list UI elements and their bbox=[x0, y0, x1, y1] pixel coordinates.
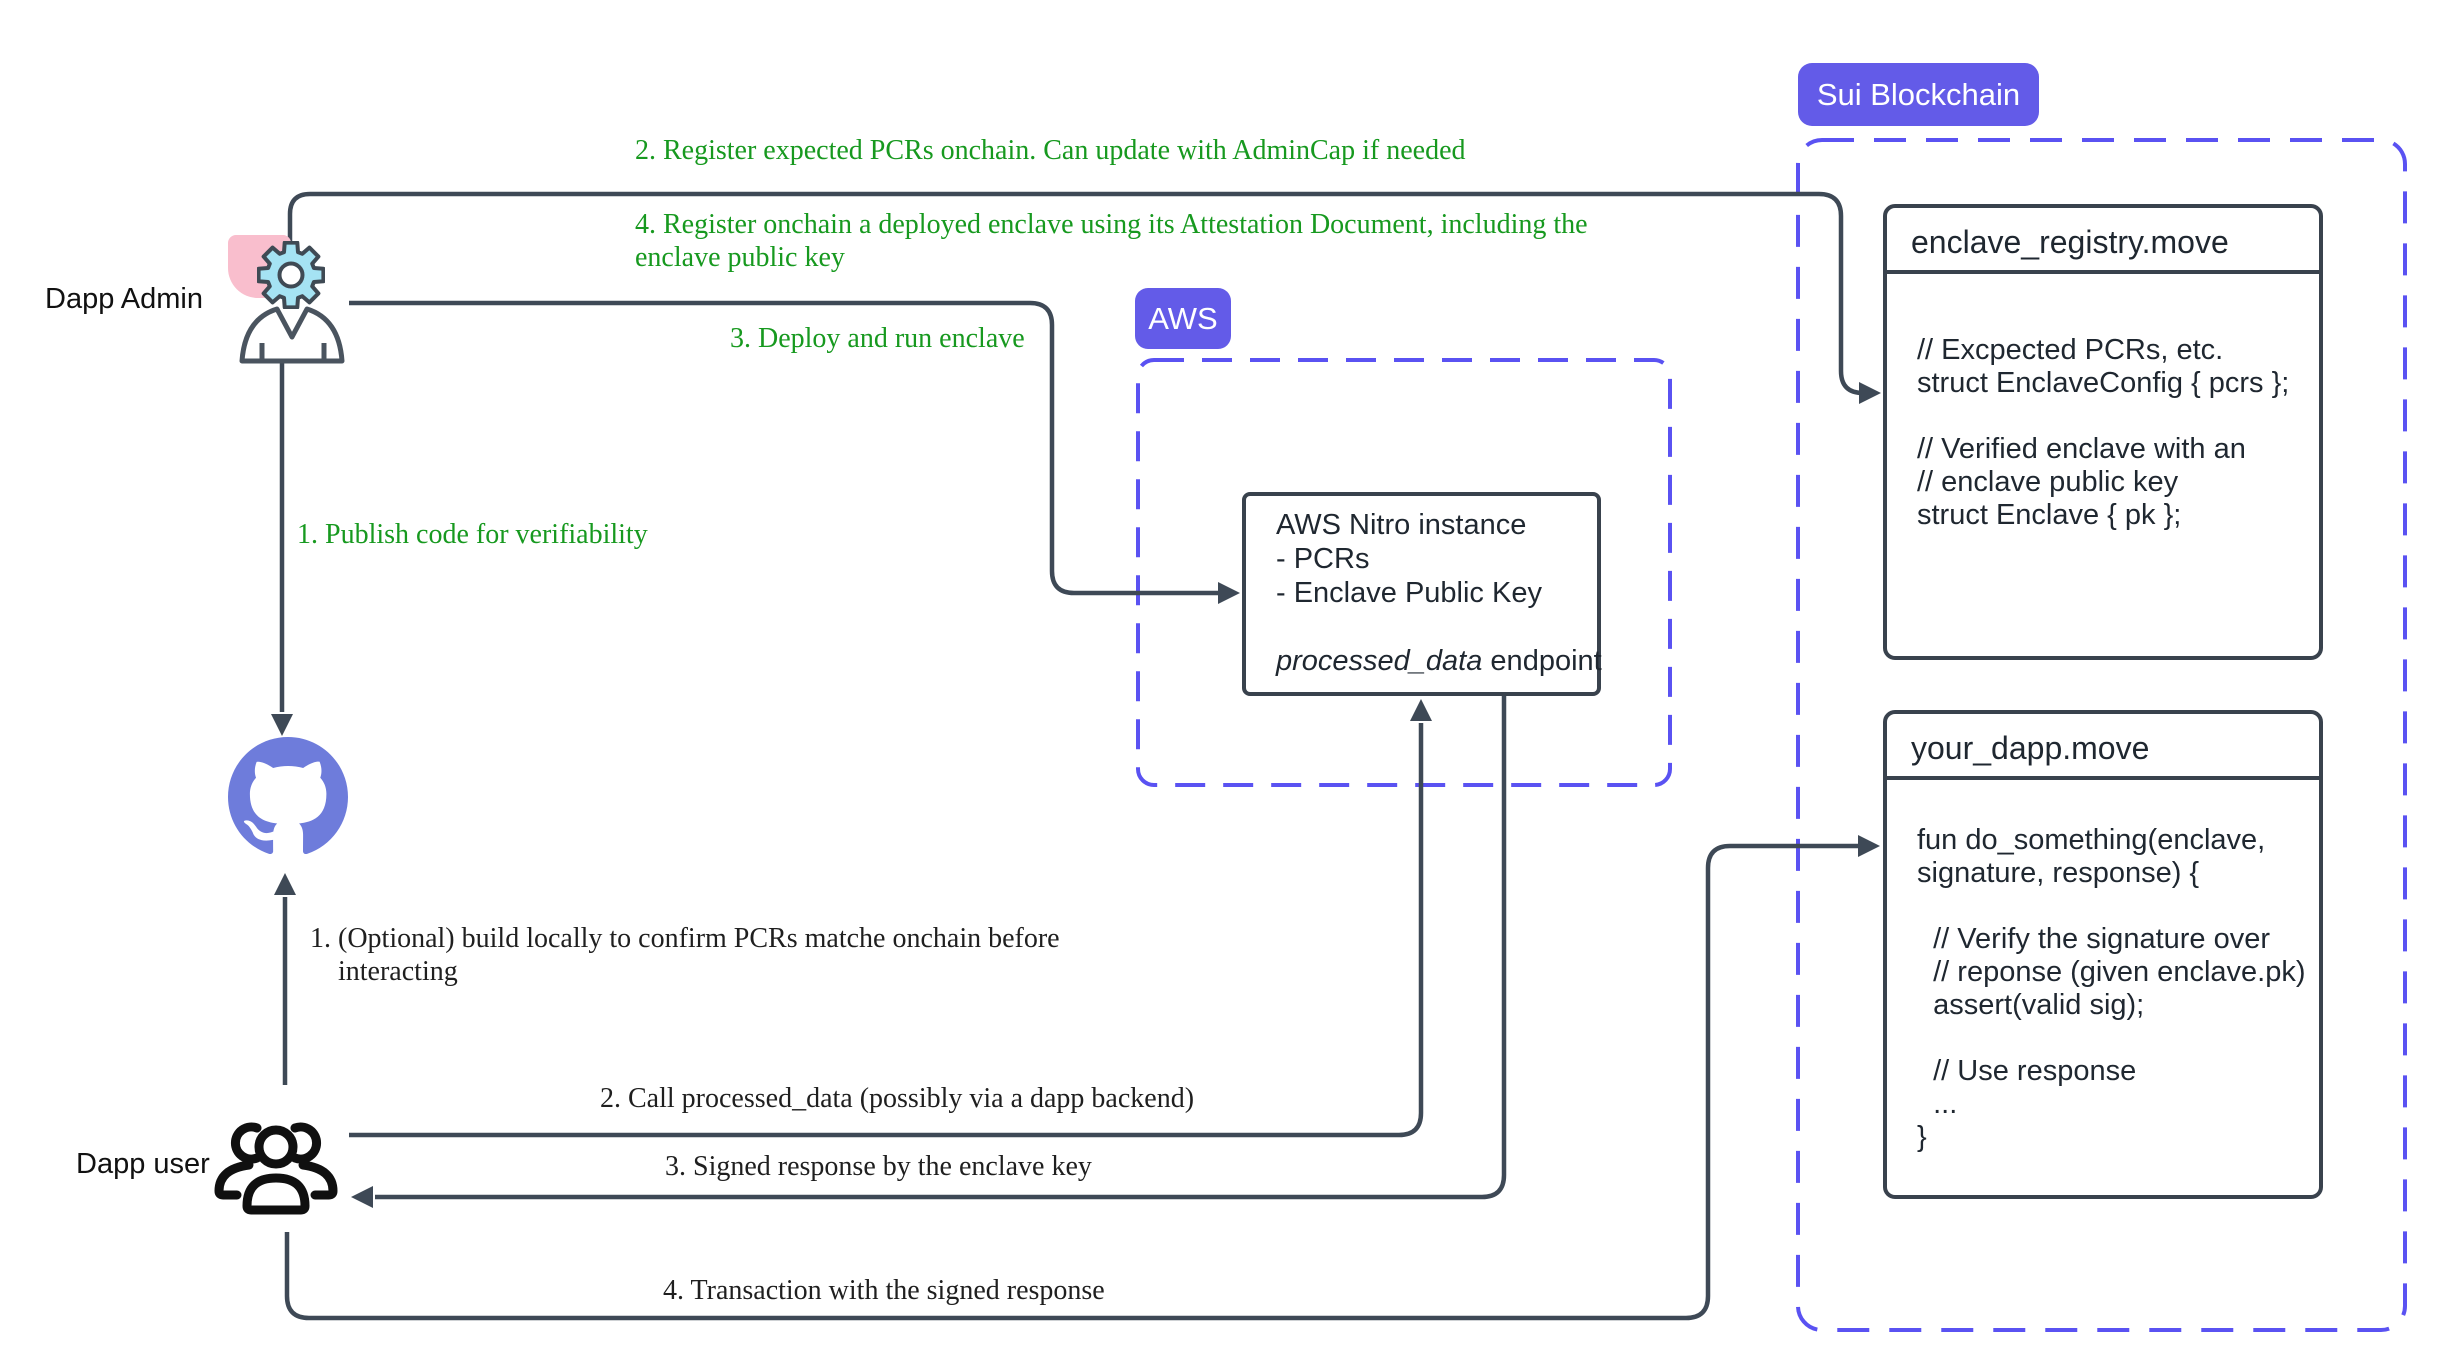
aws-nitro-endpoint-rest: endpoint bbox=[1482, 645, 1602, 677]
aws-nitro-endpoint: processed_data endpoint bbox=[1276, 644, 1602, 678]
aws-badge-label: AWS bbox=[1148, 300, 1218, 336]
github-octocat-icon bbox=[228, 737, 348, 855]
dapp-admin-label: Dapp Admin bbox=[45, 283, 203, 315]
aws-nitro-lines: AWS Nitro instance - PCRs - Enclave Publ… bbox=[1276, 509, 1542, 609]
your-dapp-code: fun do_something(enclave, signature, res… bbox=[1917, 824, 2306, 1153]
admin-gear-person-icon bbox=[228, 233, 358, 365]
step-deploy-label: 3. Deploy and run enclave bbox=[730, 323, 1025, 354]
dapp-user-label: Dapp user bbox=[76, 1148, 210, 1180]
edge-publish-code bbox=[271, 362, 293, 736]
step-transaction-label: 4. Transaction with the signed response bbox=[663, 1275, 1105, 1306]
edge-deploy-enclave bbox=[349, 300, 1240, 604]
aws-nitro-endpoint-name: processed_data bbox=[1276, 645, 1483, 677]
sui-blockchain-badge: Sui Blockchain bbox=[1798, 63, 2039, 126]
sui-blockchain-badge-label: Sui Blockchain bbox=[1816, 76, 2021, 112]
user-group-icon bbox=[214, 1122, 338, 1215]
step-register-pcrs-label: 2. Register expected PCRs onchain. Can u… bbox=[635, 135, 1466, 166]
step-publish-label: 1. Publish code for verifiability bbox=[297, 519, 648, 550]
edge-register-pcrs bbox=[287, 191, 1881, 404]
gear-icon bbox=[257, 241, 325, 309]
your-dapp-title: your_dapp.move bbox=[1911, 730, 2150, 766]
enclave-registry-code: // Excpected PCRs, etc. struct EnclaveCo… bbox=[1917, 334, 2290, 531]
aws-nitro-box: AWS Nitro instance - PCRs - Enclave Publ… bbox=[1242, 492, 1602, 696]
edge-build-locally bbox=[274, 873, 296, 1085]
edge-transaction bbox=[284, 835, 1880, 1321]
your-dapp-separator bbox=[1887, 776, 2319, 780]
admin-person-icon bbox=[239, 306, 345, 364]
enclave-registry-box: enclave_registry.move // Excpected PCRs,… bbox=[1883, 204, 2323, 660]
step-signed-response-label: 3. Signed response by the enclave key bbox=[665, 1151, 1092, 1182]
aws-badge: AWS bbox=[1135, 288, 1231, 349]
step-register-attestation-label: 4. Register onchain a deployed enclave u… bbox=[635, 209, 1588, 273]
enclave-registry-separator bbox=[1887, 270, 2319, 274]
sui-blockchain-dashed-box bbox=[1796, 138, 2407, 1332]
your-dapp-box: your_dapp.move fun do_something(enclave,… bbox=[1883, 710, 2323, 1199]
enclave-registry-title: enclave_registry.move bbox=[1911, 224, 2229, 260]
step-call-label: 2. Call processed_data (possibly via a d… bbox=[600, 1083, 1195, 1114]
edge-call-processed-data bbox=[349, 699, 1432, 1138]
aws-dashed-box bbox=[1136, 358, 1672, 787]
step-build-locally-label: 1. (Optional) build locally to confirm P… bbox=[310, 923, 1060, 987]
edge-signed-response bbox=[351, 696, 1507, 1208]
